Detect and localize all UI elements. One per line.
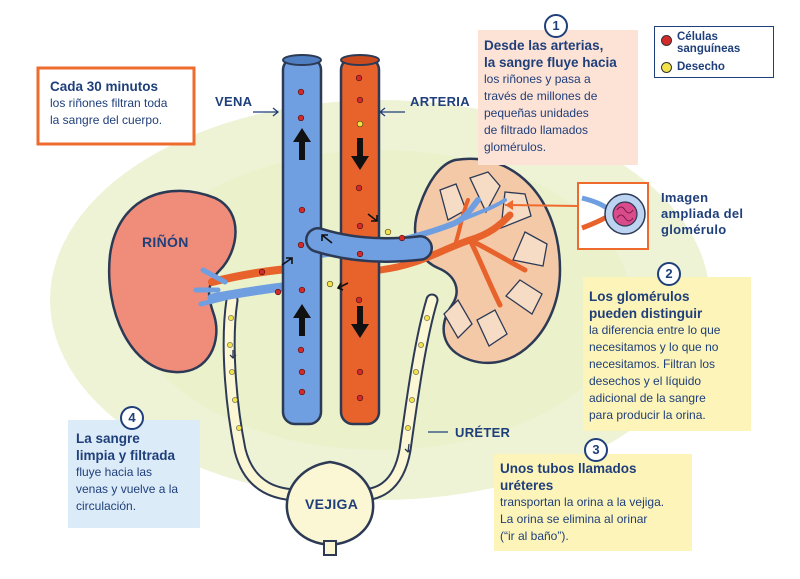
step4-line-2: venas y vuelve a la xyxy=(76,482,179,496)
glomerulus-icon xyxy=(581,193,646,235)
urine-drops xyxy=(227,315,430,431)
step1-line-1: los riñones y pasa a xyxy=(484,72,591,86)
step1-line-3: pequeñas unidades xyxy=(484,106,589,120)
step3-heading-1: Unos tubos llamados xyxy=(500,461,637,476)
blood-cells xyxy=(258,74,406,402)
box-step2: Los glomérulos pueden distinguir la dife… xyxy=(589,288,749,424)
ureter-right-inner xyxy=(355,295,437,500)
step2-line-4: desechos y el líquido xyxy=(589,374,702,388)
box-cada30: Cada 30 minutos los riñones filtran toda… xyxy=(50,78,190,129)
step3-line-1: transportan la orina a la vejiga. xyxy=(500,495,665,509)
legend-celulas-line-2: sanguíneas xyxy=(677,43,741,55)
label-ureter: URÉTER xyxy=(455,425,511,440)
kidney-left xyxy=(107,189,237,374)
cada30-line-1: los riñones filtran toda xyxy=(50,96,168,110)
cada30-heading: Cada 30 minutos xyxy=(50,79,159,94)
box-step3: Unos tubos llamados uréteres transportan… xyxy=(500,460,692,545)
cada30-line-2: la sangre del cuerpo. xyxy=(50,113,163,127)
box-step2-bg xyxy=(583,277,751,431)
legend-desecho-dot xyxy=(661,62,672,73)
step3-number: 3 xyxy=(584,438,608,462)
zoom-arrowhead xyxy=(505,200,513,210)
renal-vein-right-fill xyxy=(307,229,431,261)
box-cada30-bg xyxy=(36,66,196,146)
step4-line-1: fluye hacia las xyxy=(76,465,153,479)
step3-line-3: (“ir al baño”). xyxy=(500,529,569,543)
box-step1: Desde las arterias, la sangre fluye haci… xyxy=(484,37,636,156)
urethra xyxy=(323,540,337,556)
step1-heading-1: Desde las arterias, xyxy=(484,38,604,53)
step3-heading-2: uréteres xyxy=(500,478,554,493)
flow-arrows xyxy=(293,128,369,338)
step2-line-6: para producir la orina. xyxy=(589,408,706,422)
step1-line-2: través de millones de xyxy=(484,89,598,103)
waste-particles xyxy=(326,120,392,288)
legend-desecho-label: Desecho xyxy=(677,61,725,73)
step2-line-3: necesitamos. Filtran los xyxy=(589,357,716,371)
step2-line-2: necesitamos y lo que no xyxy=(589,340,719,354)
label-vena: VENA xyxy=(215,94,253,109)
step2-heading-2: pueden distinguir xyxy=(589,306,703,321)
step2-line-1: la diferencia entre lo que xyxy=(589,323,721,337)
vein-top xyxy=(282,54,322,66)
step4-heading-2: limpia y filtrada xyxy=(76,448,176,463)
label-rinon: RIÑÓN xyxy=(142,234,189,250)
bladder-shape xyxy=(285,460,375,547)
small-flow-arrows xyxy=(281,213,378,291)
box-step1-bg xyxy=(478,30,638,165)
step3-line-2: La orina se elimina al orinar xyxy=(500,512,648,526)
artery-top xyxy=(340,54,380,66)
ureter-left-inner xyxy=(224,295,305,500)
step1-number: 1 xyxy=(544,14,568,38)
step1-heading-2: la sangre fluye hacia xyxy=(484,55,617,70)
legend-celulas-line-1: Células xyxy=(677,31,718,43)
label-pointers xyxy=(253,107,448,433)
box-step4: La sangre limpia y filtrada fluye hacia … xyxy=(76,430,200,515)
legend-celulas-dot xyxy=(661,35,672,46)
label-vejiga: VEJIGA xyxy=(305,496,359,512)
step4-heading-1: La sangre xyxy=(76,431,140,446)
step2-number: 2 xyxy=(657,262,681,286)
step2-heading-1: Los glomérulos xyxy=(589,289,690,304)
step1-line-5: glomérulos. xyxy=(484,140,547,154)
imagen-line-3: glomérulo xyxy=(661,222,727,237)
step2-line-5: adicional de la sangre xyxy=(589,391,706,405)
imagen-line-1: Imagen xyxy=(661,190,709,205)
label-imagen-ampliada: Imagen ampliada del glomérulo xyxy=(661,190,743,238)
label-arteria: ARTERIA xyxy=(410,94,470,109)
zoom-connector xyxy=(504,204,579,207)
legend-celulas-label: Células sanguíneas xyxy=(677,31,740,55)
ureter-flow-arrows xyxy=(229,350,412,453)
box-step3-bg xyxy=(494,454,692,551)
box-step4-bg xyxy=(68,420,200,528)
step4-number: 4 xyxy=(120,406,144,430)
imagen-line-2: ampliada del xyxy=(661,206,744,221)
step4-line-3: circulación. xyxy=(76,499,137,513)
legend: Células sanguíneas Desecho xyxy=(654,26,774,78)
step1-line-4: de filtrado llamados xyxy=(484,123,589,137)
